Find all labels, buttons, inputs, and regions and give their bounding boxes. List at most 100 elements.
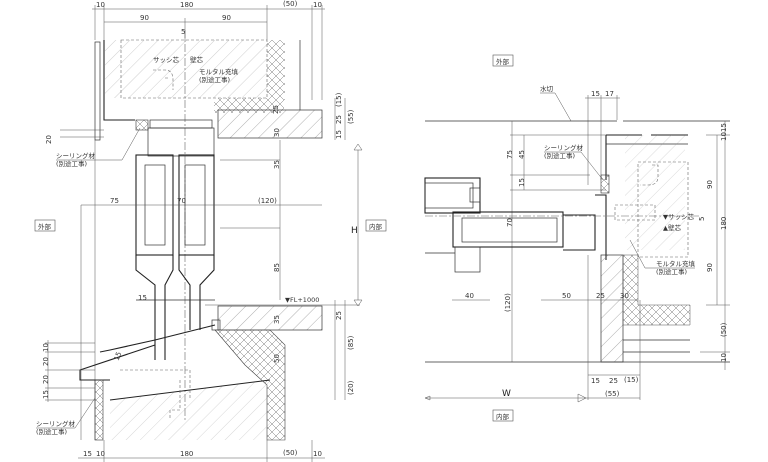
sash-center-label-right: ▼サッシ芯 [663,212,694,221]
dim-l-20a: 20 [42,357,50,366]
anchor-right [614,164,659,221]
sealing-top-label: シーリング材 [56,151,96,160]
sealing-bottom-note: (別途工事) [36,427,67,436]
dim-top-50: (50) [283,0,298,8]
upper-board [217,109,323,139]
dim-70: 70 [177,197,186,205]
dim-b-15p: (15) [624,376,639,384]
anchor-lower [120,369,191,418]
sill-flashing [79,324,216,381]
exterior-label: 外部 [38,222,52,231]
sash-center-label: サッシ芯 [153,55,180,64]
dim-b-30: 30 [620,292,629,300]
mortar-fill-note: (別途工事) [199,75,230,84]
upper-insulation [214,98,284,113]
dim-b-25: 25 [596,292,605,300]
dim-l-45: 45 [518,150,526,159]
dim-120: (120) [258,197,277,205]
dim-l-15: 15 [42,390,50,399]
sealing-right [600,174,610,194]
dim-l-20b: 20 [42,375,50,384]
height-label: H [351,226,358,236]
dim-75: 75 [110,197,119,205]
mortar-fill-label-right: モルタル充填 [656,259,696,268]
dim-b-40: 40 [465,292,474,300]
dim-r-10b: 10 [720,353,728,362]
dim-top-10: 10 [96,1,105,9]
lower-concrete [110,380,270,440]
dim-r-10: 10 [720,132,728,141]
dim-b-15: 15 [83,450,92,458]
interior-label-box-right [492,409,514,422]
dim-top-90a: 90 [140,14,149,22]
wall-board-right [600,254,624,363]
dim-r-50: (50) [720,322,728,337]
sealing-bottom-label: シーリング材 [36,419,76,428]
dim-top-180: 180 [180,1,193,9]
dim-l-75: 75 [506,150,514,159]
mortar-fill-note-right: (別途工事) [656,267,687,276]
interior-label-right: 内部 [496,412,510,421]
dim-left-20: 20 [45,135,53,144]
dim-r-90b: 90 [706,263,714,272]
dim-b-25b: 25 [609,377,618,385]
dim-l-70: 70 [506,218,514,227]
dim-r-20: (20) [347,380,355,395]
dim-r-55: (55) [347,109,355,124]
sealing-top-note: (別途工事) [56,159,87,168]
dim-b-50: (50) [283,449,298,457]
lower-sealing [94,379,104,441]
sealing-note-right: (別途工事) [544,151,575,160]
wall-center-label: 壁芯 [190,55,204,64]
upper-wall-finish [103,40,135,121]
exterior-label-box [34,219,56,232]
dim-r-25-inner: 25 [272,105,280,114]
dim-r-85: (85) [347,335,355,350]
dim-r-15: 15 [720,123,728,132]
interior-label-box [365,219,387,232]
dim-85: 85 [273,263,281,272]
exterior-label-box-right [492,54,514,67]
sash-frame [135,119,221,360]
glass-pane-right [461,217,558,243]
anchor-upper [153,69,174,90]
dim-slope-15: 15 [113,351,124,362]
dim-r-5: 5 [698,217,706,221]
dim-top-10b: 10 [313,1,322,9]
dim-l-10: 10 [42,343,50,352]
column-outline [637,161,689,258]
dim-r-30: 30 [273,128,281,137]
drip-label: 水切 [540,84,554,93]
floor-level-label: ▼FL+1000 [285,296,319,304]
dim-r-15b: 15 [335,130,343,139]
floor-board [217,305,323,331]
width-label: W [502,389,511,399]
dim-15-frame: 15 [138,294,147,302]
top-dimension-lines [92,5,325,100]
dim-l-15: 15 [518,178,526,187]
dim-b-15: 15 [591,377,600,385]
wall-concrete-right [625,135,685,250]
dim-top-90b: 90 [222,14,231,22]
mortar-fill-label: モルタル充填 [199,67,239,76]
dim-r-15: (15) [335,92,343,107]
dim-top-15: 15 [591,90,600,98]
wall-center-label-right: ▲壁芯 [663,223,681,232]
dim-b-10b: 10 [313,450,322,458]
dim-top-5: 5 [181,28,185,36]
dim-r-180: 180 [720,217,728,230]
dim-b-55: (55) [605,390,620,398]
dim-35: 35 [273,160,281,169]
wall-insulation-upper [267,40,285,100]
upper-concrete [105,40,267,98]
interior-label: 内部 [369,222,383,231]
exterior-label-right: 外部 [496,57,510,66]
dim-l-120: (120) [504,293,512,312]
exterior-finish-upper [94,41,101,141]
dim-b-180: 180 [180,450,193,458]
sash-frame-horizontal [424,177,607,273]
dim-r-25b: 25 [335,311,343,320]
dim-r-25: 25 [335,115,343,124]
dim-b-50: 50 [562,292,571,300]
